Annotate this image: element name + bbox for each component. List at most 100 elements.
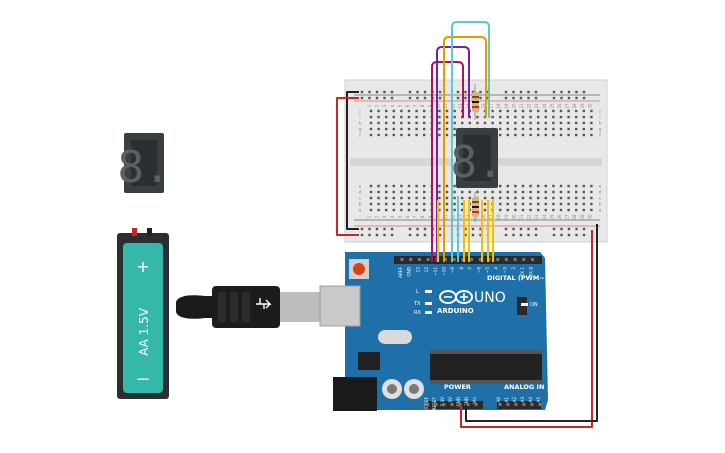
breadboard-hole	[377, 184, 380, 188]
breadboard-hole	[377, 190, 380, 194]
breadboard-hole	[392, 184, 395, 188]
breadboard-hole	[415, 184, 418, 188]
breadboard-hole	[483, 208, 487, 212]
rail-hole	[471, 233, 475, 237]
aa-battery[interactable]: + − AA 1.5V	[117, 228, 169, 399]
breadboard-hole	[483, 196, 487, 200]
breadboard-hole	[590, 109, 593, 113]
pin-label: RX 0	[529, 267, 534, 277]
pin-label: ~9	[450, 267, 455, 274]
wire-pin12-magenta[interactable]	[431, 61, 464, 262]
header-pin[interactable]	[442, 403, 446, 406]
header-pin[interactable]	[513, 258, 517, 261]
column-number: 30	[587, 103, 592, 109]
breadboard-hole	[415, 127, 418, 131]
header-pin[interactable]	[466, 403, 470, 406]
capacitor-top	[387, 384, 397, 394]
header-pin[interactable]	[426, 258, 430, 261]
breadboard-hole	[400, 196, 403, 200]
header-pin[interactable]	[504, 258, 508, 261]
pin-label: 8	[459, 267, 464, 270]
arduino-uno-board[interactable]: UNO ARDUINO DIGITAL (PWM~) POWER ANALOG …	[319, 252, 548, 411]
rail-hole	[560, 227, 563, 231]
header-pin[interactable]	[474, 403, 478, 406]
breadboard-hole	[438, 115, 441, 119]
loose-seven-segment-display[interactable]: 8.	[118, 133, 171, 193]
breadboard-hole	[461, 121, 464, 125]
breadboard-hole	[369, 190, 373, 194]
rail-hole	[416, 227, 419, 231]
header-pin[interactable]	[450, 403, 454, 406]
header-pin[interactable]	[444, 258, 447, 261]
column-number: 9	[428, 104, 433, 107]
rail-hole	[567, 227, 571, 231]
led-on	[521, 303, 528, 306]
pin-label: AREF	[398, 266, 403, 277]
rail-hole	[375, 96, 379, 100]
header-pin[interactable]	[530, 403, 534, 406]
rail-hole	[504, 90, 508, 94]
column-number: 24	[542, 214, 547, 220]
header-pin[interactable]	[458, 403, 462, 406]
header-pin[interactable]	[496, 258, 500, 261]
breadboard-hole	[423, 196, 426, 200]
pin-label: IOREF	[424, 396, 429, 409]
wire-pin10-cyan[interactable]	[451, 21, 490, 262]
rail-hole	[582, 233, 586, 237]
rail-hole	[383, 227, 386, 231]
header-pin[interactable]	[452, 258, 456, 261]
display-face	[463, 135, 491, 181]
header-pin[interactable]	[538, 403, 542, 406]
breadboard-hole	[438, 127, 441, 131]
breadboard-hole	[369, 208, 373, 212]
header-pin[interactable]	[470, 258, 474, 261]
breadboard-hole	[415, 133, 418, 137]
breadboard-hole	[423, 115, 426, 119]
wire-pin11-orange[interactable]	[443, 36, 487, 262]
rail-hole	[504, 233, 508, 237]
pin-label: 3.3V	[440, 397, 445, 407]
header-pin[interactable]	[531, 258, 534, 261]
resistor-top[interactable]	[472, 84, 479, 120]
breadboard-hole	[461, 190, 464, 194]
breadboard-hole	[407, 190, 411, 194]
breadboard-hole	[369, 109, 373, 113]
header-pin[interactable]	[514, 403, 518, 406]
header-pin[interactable]	[417, 258, 421, 261]
analog-pins-label: ANALOG IN	[504, 383, 544, 391]
breadboard-hole	[514, 196, 517, 200]
header-pin[interactable]	[434, 403, 438, 406]
header-pin[interactable]	[478, 258, 482, 261]
breadboard-hole	[529, 121, 532, 125]
header-pin[interactable]	[426, 403, 430, 406]
breadboard-hole	[392, 121, 395, 125]
resistor-bottom[interactable]	[472, 192, 479, 222]
header-pin[interactable]	[409, 258, 413, 261]
wire-5v-red[interactable]	[460, 230, 593, 428]
breadboard-seven-segment-display[interactable]: 8.	[451, 128, 504, 188]
rail-hole	[560, 96, 563, 100]
rail-hole	[519, 233, 523, 237]
header-pin[interactable]	[522, 258, 526, 261]
breadboard-hole	[369, 115, 373, 119]
usb-cable[interactable]	[176, 286, 320, 328]
wires[interactable]	[336, 21, 598, 428]
wire-rail-gnd-loop[interactable]	[346, 91, 359, 230]
wire-gnd-black[interactable]	[465, 224, 598, 422]
reset-button[interactable]	[353, 263, 365, 275]
pin-label: ~10	[442, 267, 447, 276]
header-pin[interactable]	[498, 403, 502, 406]
row-letter: i	[599, 115, 600, 121]
header-pin[interactable]	[522, 403, 526, 406]
wire-rail-vcc-loop[interactable]	[336, 97, 359, 236]
crystal	[378, 330, 412, 344]
atmega-chip	[430, 354, 542, 380]
breadboard-hole	[392, 109, 395, 113]
header-pin[interactable]	[506, 403, 510, 406]
header-pin[interactable]	[461, 258, 465, 261]
header-pin[interactable]	[400, 258, 404, 261]
breadboard-hole	[544, 184, 547, 188]
row-letter: g	[359, 128, 362, 133]
